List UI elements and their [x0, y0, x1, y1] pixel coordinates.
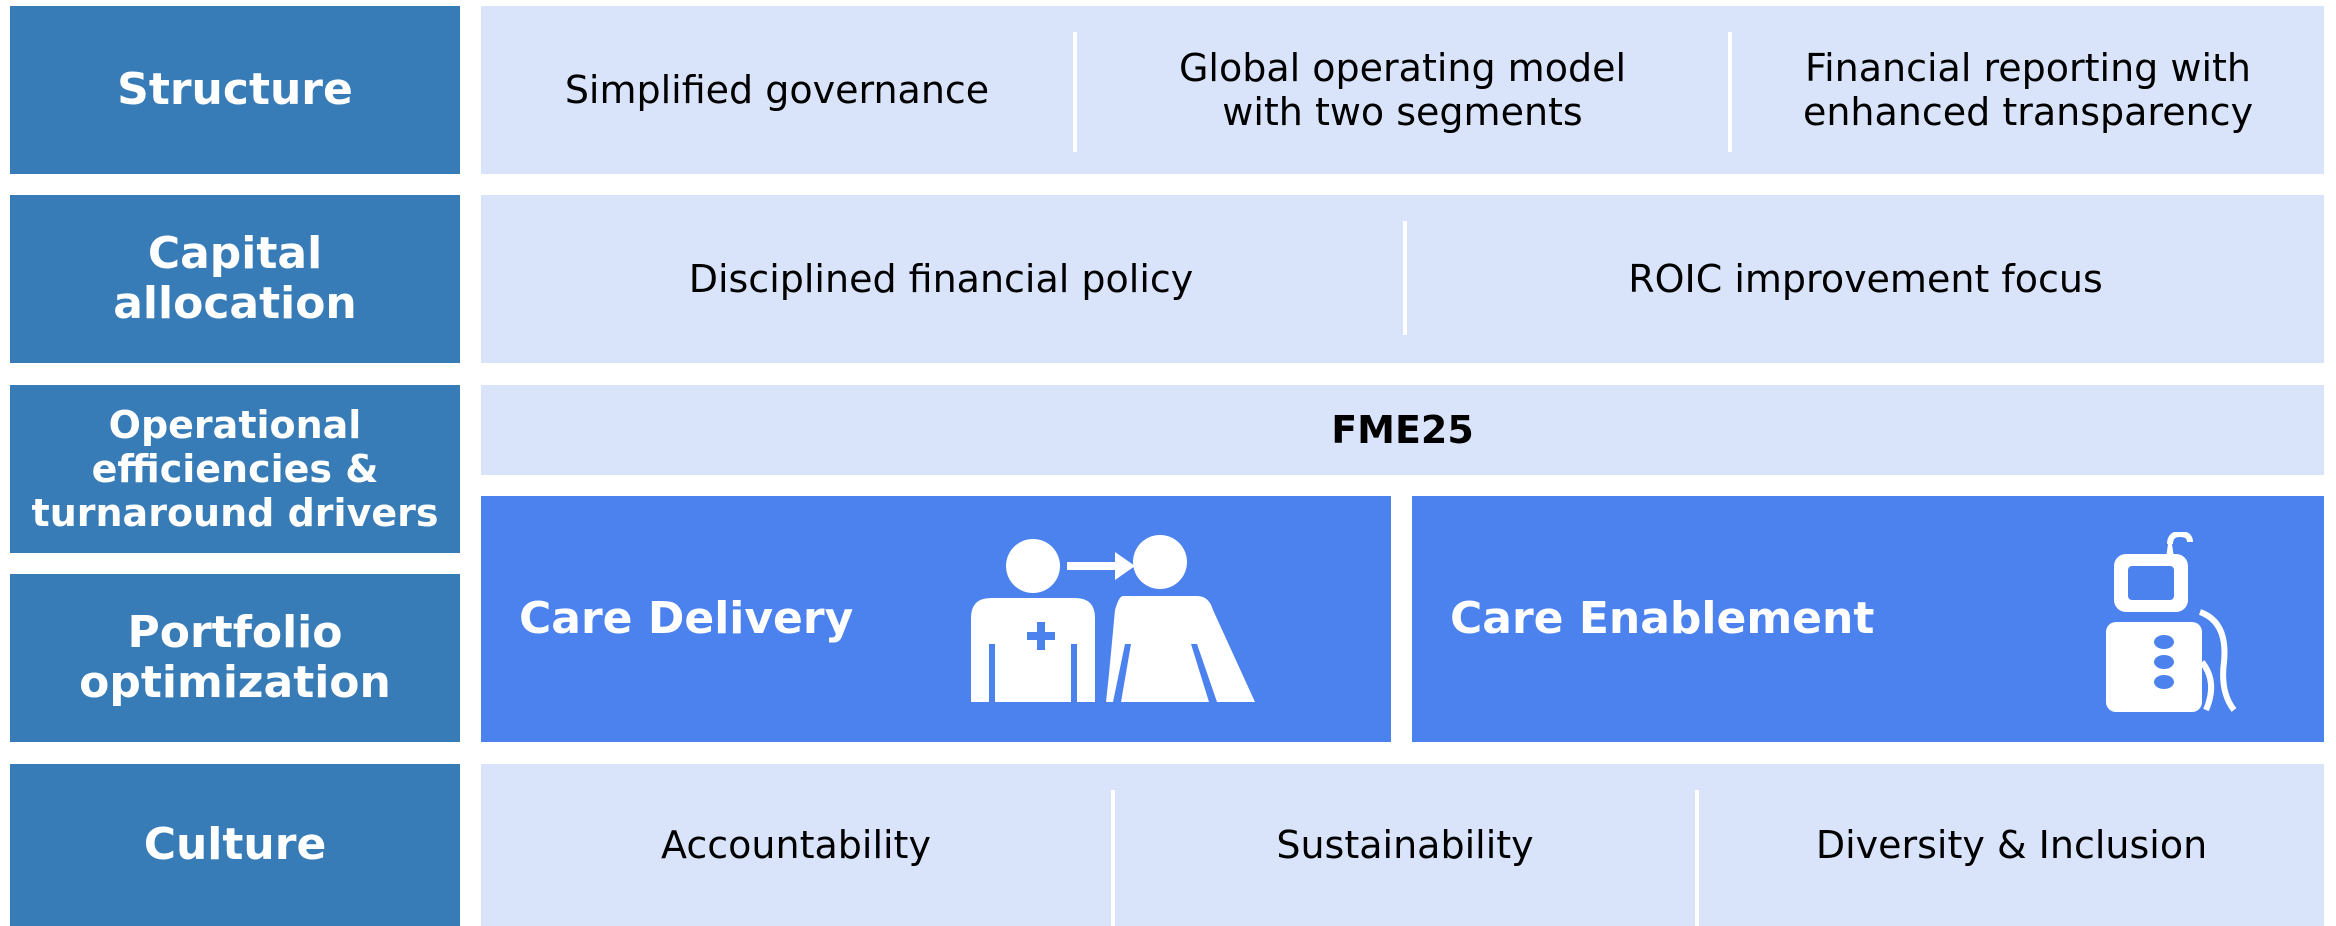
item-text: Sustainability: [1276, 823, 1534, 867]
row-label-text: Culture: [143, 819, 327, 870]
divider: [1073, 32, 1077, 152]
row-label-text: Structure: [117, 64, 353, 115]
row-label-structure: Structure: [10, 6, 460, 174]
dialysis-machine-icon: [2106, 532, 2237, 712]
capital-item: ROIC improvement focus: [1407, 195, 2324, 363]
patient-caregiver-icon: [971, 535, 1255, 702]
structure-item: Simplified governance: [481, 6, 1073, 174]
item-text: Disciplined financial policy: [688, 257, 1194, 301]
structure-item: Global operating model with two segments: [1077, 6, 1728, 174]
row-label-text: Capital allocation: [113, 228, 357, 329]
care-delivery-title: Care Delivery: [519, 593, 854, 644]
culture-panel: Accountability Sustainability Diversity …: [481, 764, 2324, 926]
capital-panel: Disciplined financial policy ROIC improv…: [481, 195, 2324, 363]
divider: [1403, 221, 1407, 335]
divider: [1695, 790, 1699, 926]
item-text: Simplified governance: [564, 68, 990, 112]
culture-item: Diversity & Inclusion: [1699, 764, 2324, 926]
structure-item: Financial reporting with enhanced transp…: [1732, 6, 2324, 174]
capital-item: Disciplined financial policy: [481, 195, 1401, 363]
care-delivery-segment: Care Delivery: [481, 496, 1391, 742]
item-text: ROIC improvement focus: [1628, 257, 2103, 301]
culture-item: Accountability: [481, 764, 1111, 926]
divider: [1111, 790, 1115, 926]
care-enablement-title: Care Enablement: [1450, 593, 1875, 644]
row-label-text: Operational efficiencies & turnaround dr…: [31, 403, 439, 535]
care-enablement-segment: Care Enablement: [1412, 496, 2324, 742]
structure-panel: Simplified governance Global operating m…: [481, 6, 2324, 174]
row-label-capital-allocation: Capital allocation: [10, 195, 460, 363]
divider: [1728, 32, 1732, 152]
item-text: Diversity & Inclusion: [1815, 823, 2208, 867]
item-text: Financial reporting with enhanced transp…: [1802, 46, 2254, 134]
item-text: Global operating model with two segments: [1178, 46, 1627, 134]
row-label-portfolio-optimization: Portfolio optimization: [10, 574, 460, 742]
fme25-label: FME25: [1331, 408, 1474, 452]
culture-item: Sustainability: [1115, 764, 1695, 926]
fme25-banner: FME25: [481, 385, 2324, 475]
row-label-culture: Culture: [10, 764, 460, 926]
row-label-operational-efficiencies: Operational efficiencies & turnaround dr…: [10, 385, 460, 553]
row-label-text: Portfolio optimization: [79, 607, 391, 708]
item-text: Accountability: [661, 823, 931, 867]
